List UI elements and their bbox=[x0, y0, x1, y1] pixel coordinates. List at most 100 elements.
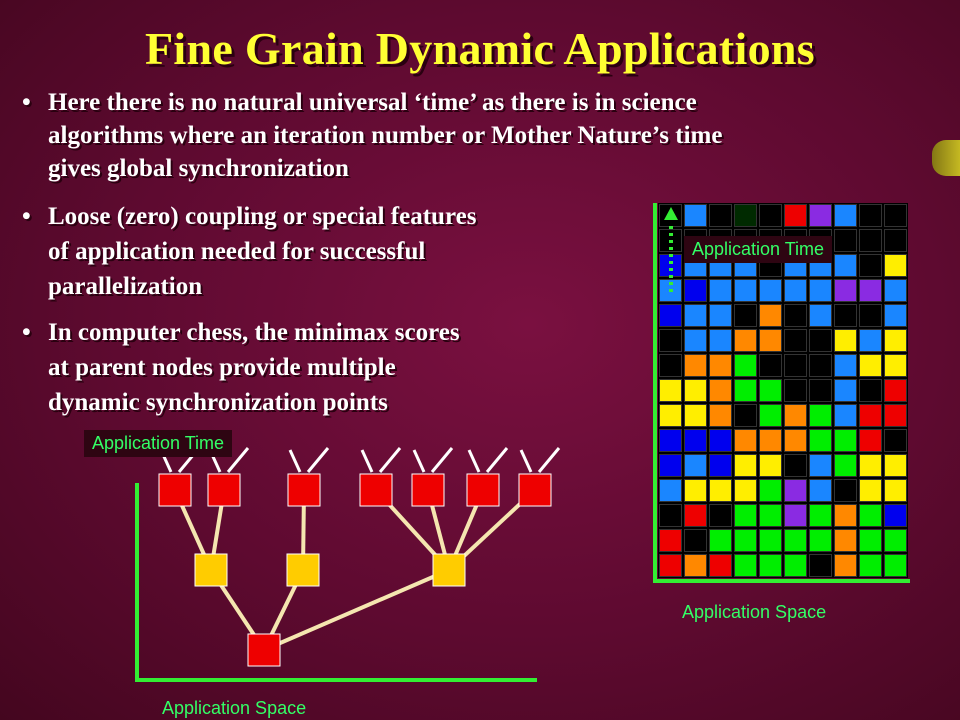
grid-cell bbox=[734, 429, 757, 452]
grid-cell bbox=[659, 329, 682, 352]
tree-edge bbox=[263, 568, 450, 652]
grid-cell bbox=[784, 354, 807, 377]
grid-cell bbox=[834, 279, 857, 302]
grid-cell bbox=[859, 554, 882, 577]
grid-cell bbox=[784, 404, 807, 427]
grid-cell bbox=[709, 204, 732, 227]
grid-cell bbox=[784, 529, 807, 552]
bullet-2-text: Loose (zero) coupling or special feature… bbox=[48, 203, 477, 300]
grid-cell bbox=[759, 554, 782, 577]
grid-cell bbox=[709, 279, 732, 302]
grid-cell bbox=[734, 554, 757, 577]
grid-cell bbox=[709, 379, 732, 402]
grid-cell bbox=[784, 304, 807, 327]
grid-cell bbox=[884, 229, 907, 252]
grid-cell bbox=[809, 329, 832, 352]
tree-branch-stub bbox=[226, 447, 250, 473]
grid-cell bbox=[834, 554, 857, 577]
grid-cell bbox=[834, 404, 857, 427]
grid-cell bbox=[809, 379, 832, 402]
grid-cell bbox=[809, 404, 832, 427]
grid-cell bbox=[884, 329, 907, 352]
bullet-dot: • bbox=[22, 203, 31, 230]
grid-cell bbox=[859, 504, 882, 527]
grid-cell bbox=[709, 454, 732, 477]
grid-cell bbox=[684, 479, 707, 502]
grid-cell bbox=[834, 454, 857, 477]
grid-cell bbox=[659, 379, 682, 402]
tree-branch-stub bbox=[485, 447, 509, 473]
grid-cell bbox=[709, 529, 732, 552]
grid-cell bbox=[734, 204, 757, 227]
grid-cell bbox=[734, 304, 757, 327]
tree-branch-stub bbox=[288, 449, 302, 473]
tree-space-label: Application Space bbox=[162, 698, 307, 718]
grid-cell bbox=[834, 329, 857, 352]
grid-cell bbox=[834, 529, 857, 552]
grid-cell bbox=[859, 454, 882, 477]
grid-cell bbox=[809, 504, 832, 527]
grid-cell bbox=[859, 204, 882, 227]
grid-cell bbox=[834, 429, 857, 452]
tree-leaf-node bbox=[287, 473, 321, 507]
grid-cell bbox=[784, 429, 807, 452]
grid-cell bbox=[884, 429, 907, 452]
grid-cell bbox=[759, 329, 782, 352]
tree-branch-stub bbox=[430, 447, 454, 473]
grid-cell bbox=[784, 279, 807, 302]
grid-time-label: Application Time bbox=[684, 236, 833, 263]
tree-leaf-node bbox=[466, 473, 500, 507]
grid-cell bbox=[659, 504, 682, 527]
grid-cell bbox=[784, 204, 807, 227]
time-arrow-head bbox=[664, 207, 678, 220]
grid-cell bbox=[759, 454, 782, 477]
grid-cell bbox=[759, 429, 782, 452]
bullet-1: • Here there is no natural universal ‘ti… bbox=[22, 86, 948, 185]
grid-cell bbox=[809, 354, 832, 377]
grid-cell bbox=[684, 554, 707, 577]
grid-cell bbox=[884, 379, 907, 402]
grid-cell bbox=[809, 204, 832, 227]
grid-cell bbox=[859, 329, 882, 352]
grid-cell bbox=[759, 304, 782, 327]
grid-cell bbox=[834, 304, 857, 327]
tree-root-node bbox=[247, 633, 281, 667]
slide-title: Fine Grain Dynamic Applications bbox=[145, 23, 815, 74]
grid-cell bbox=[734, 529, 757, 552]
tree-branch-stub bbox=[306, 447, 330, 473]
grid-cell bbox=[759, 279, 782, 302]
grid-cell bbox=[684, 354, 707, 377]
grid-cell bbox=[734, 354, 757, 377]
grid-cell bbox=[734, 404, 757, 427]
grid-cell bbox=[759, 504, 782, 527]
bullet-1-text: Here there is no natural universal ‘time… bbox=[48, 89, 723, 182]
grid-cell bbox=[734, 454, 757, 477]
grid-cell bbox=[759, 204, 782, 227]
tree-parent-node bbox=[286, 553, 320, 587]
tree-branch-stub bbox=[537, 447, 561, 473]
grid-cell bbox=[659, 454, 682, 477]
tree-branch-stub bbox=[378, 447, 402, 473]
tree-leaf-node bbox=[518, 473, 552, 507]
grid-cell bbox=[884, 354, 907, 377]
bullet-2: • Loose (zero) coupling or special featu… bbox=[22, 199, 638, 304]
grid-cell bbox=[759, 404, 782, 427]
grid-cell bbox=[709, 504, 732, 527]
grid-cell bbox=[859, 379, 882, 402]
grid-cell bbox=[834, 379, 857, 402]
grid-cell bbox=[884, 254, 907, 277]
grid-cell bbox=[734, 504, 757, 527]
tree-parent-node bbox=[432, 553, 466, 587]
grid-cell bbox=[784, 554, 807, 577]
grid-cell bbox=[709, 479, 732, 502]
grid-cell bbox=[859, 404, 882, 427]
grid-cell bbox=[784, 479, 807, 502]
grid-cell bbox=[659, 304, 682, 327]
grid-cell bbox=[709, 329, 732, 352]
grid-cell bbox=[759, 529, 782, 552]
grid-cell bbox=[709, 554, 732, 577]
grid-cell bbox=[884, 404, 907, 427]
grid-space-label: Application Space bbox=[682, 602, 827, 622]
grid-cell bbox=[659, 404, 682, 427]
grid-cell bbox=[884, 504, 907, 527]
